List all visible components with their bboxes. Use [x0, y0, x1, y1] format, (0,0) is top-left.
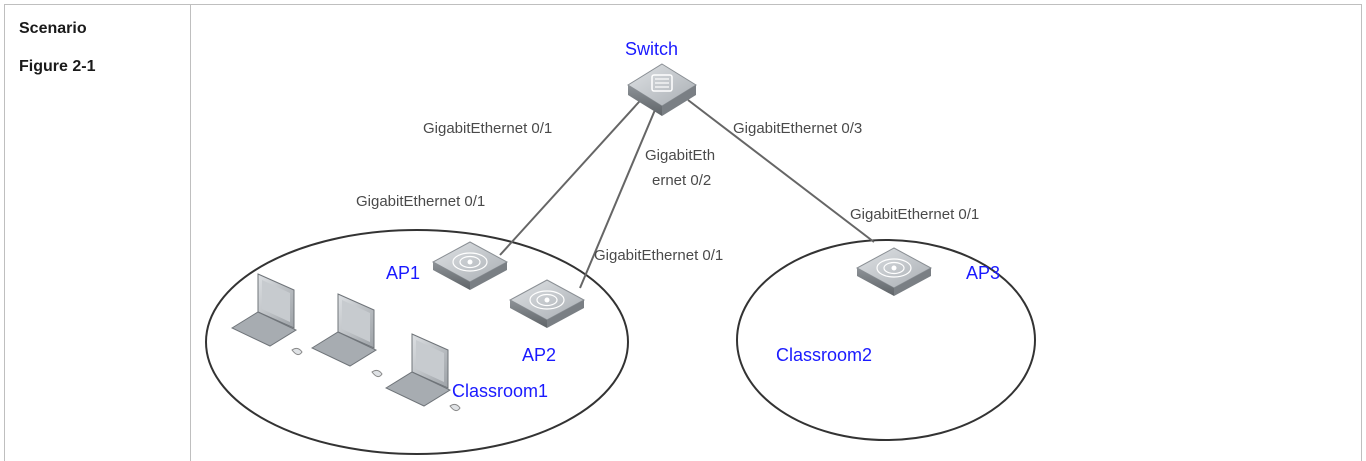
- port-label-switch-ap1: GigabitEthernet 0/1: [423, 120, 552, 137]
- switch-icon: [627, 63, 697, 116]
- laptop-icon: [384, 333, 461, 412]
- port-label-switch-ap3: GigabitEthernet 0/3: [733, 120, 862, 137]
- link-switch-ap3: [687, 99, 875, 243]
- classroom1-label: Classroom1: [452, 381, 548, 401]
- table-border-left: [4, 4, 5, 461]
- link-switch-ap1: [499, 91, 649, 256]
- port-label-ap3: GigabitEthernet 0/1: [850, 206, 979, 223]
- port-label-ap2: GigabitEthernet 0/1: [594, 247, 723, 264]
- figure-label: Figure 2-1: [19, 58, 96, 75]
- laptop-icon: [310, 293, 383, 378]
- switch-label: Switch: [625, 39, 678, 59]
- laptop-icon: [230, 273, 303, 356]
- port-label-switch-ap2-line2: ernet 0/2: [652, 172, 711, 189]
- table-border-right: [1361, 4, 1362, 461]
- classroom1-area: [205, 229, 629, 455]
- classroom2-area: [736, 239, 1036, 441]
- ap3-icon: [855, 247, 933, 296]
- ap3-label: AP3: [966, 263, 1000, 283]
- port-label-ap1: GigabitEthernet 0/1: [356, 193, 485, 210]
- ap2-icon: [508, 279, 586, 328]
- link-switch-ap2: [579, 97, 661, 289]
- table-column-divider: [190, 4, 191, 461]
- port-label-switch-ap2-line1: GigabitEth: [645, 147, 715, 164]
- scenario-label: Scenario: [19, 20, 87, 37]
- classroom2-label: Classroom2: [776, 345, 872, 365]
- ap2-label: AP2: [522, 345, 556, 365]
- table-border-top: [4, 4, 1361, 5]
- ap1-icon: [431, 241, 509, 290]
- ap1-label: AP1: [386, 263, 420, 283]
